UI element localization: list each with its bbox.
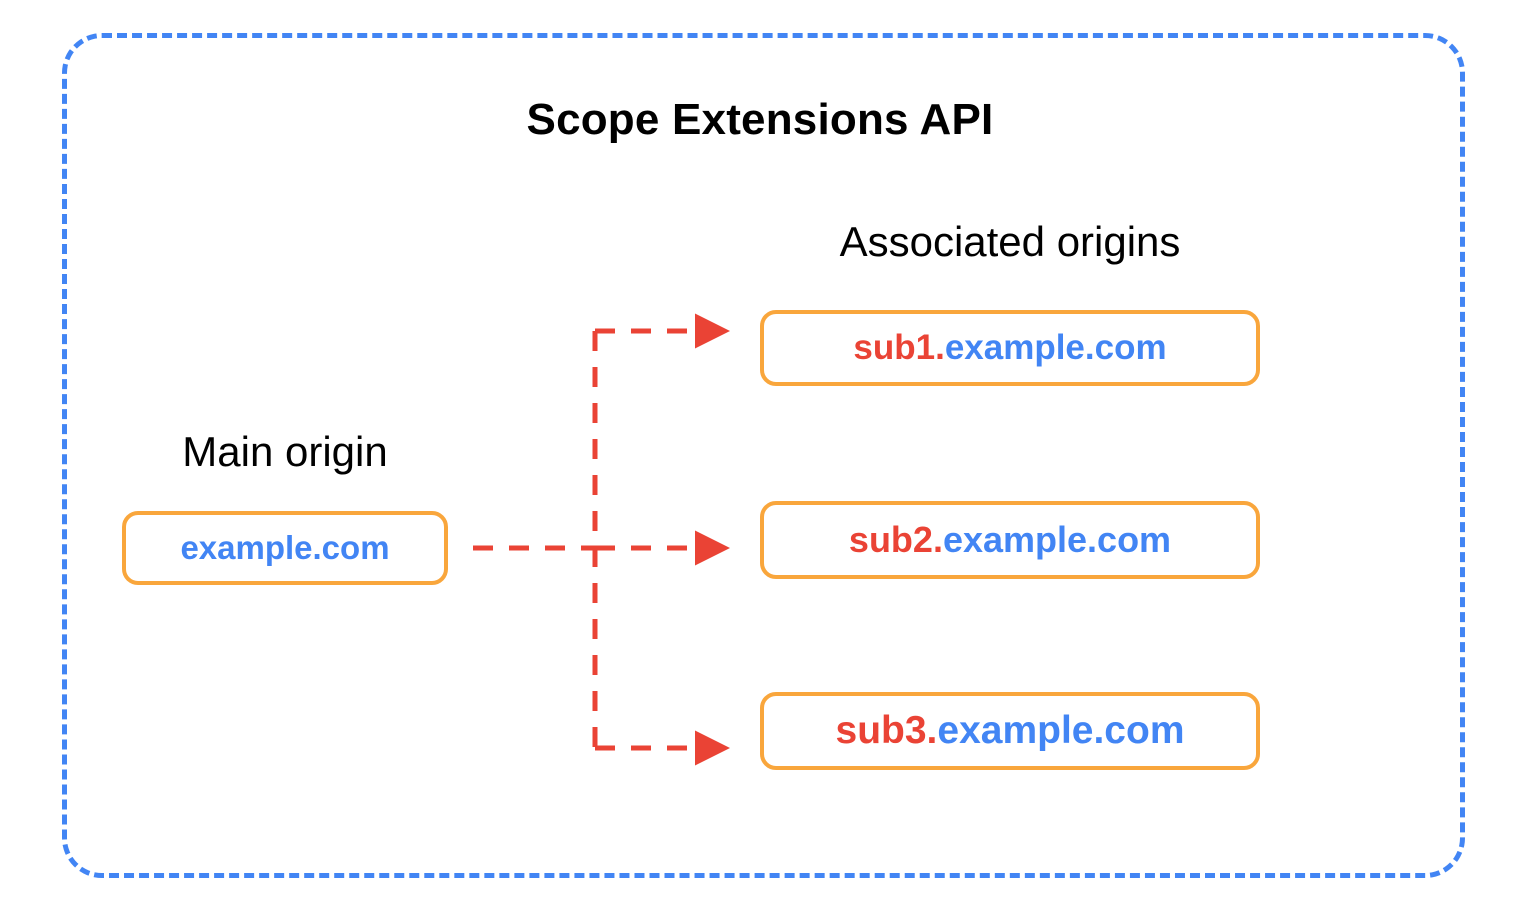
page-title: Scope Extensions API bbox=[526, 95, 994, 144]
origin-box-sub1[interactable]: sub1.example.com bbox=[760, 310, 1260, 386]
associated-origins-label: Associated origins bbox=[839, 218, 1181, 265]
origin-domain-text: example.com bbox=[937, 709, 1185, 752]
main-origin-label: Main origin bbox=[182, 428, 388, 475]
origin-subdomain-text: sub3. bbox=[835, 709, 938, 752]
origin-subdomain-text: sub1. bbox=[853, 328, 945, 367]
origin-domain-text: example.com bbox=[944, 328, 1167, 367]
origin-box-main[interactable]: example.com bbox=[122, 511, 448, 585]
scope-extensions-frame bbox=[62, 33, 1465, 878]
origin-box-sub3[interactable]: sub3.example.com bbox=[760, 692, 1260, 770]
origin-domain-text: example.com bbox=[180, 529, 390, 566]
origin-box-sub2[interactable]: sub2.example.com bbox=[760, 501, 1260, 579]
origin-subdomain-text: sub2. bbox=[848, 519, 943, 560]
origin-domain-text: example.com bbox=[942, 519, 1172, 560]
